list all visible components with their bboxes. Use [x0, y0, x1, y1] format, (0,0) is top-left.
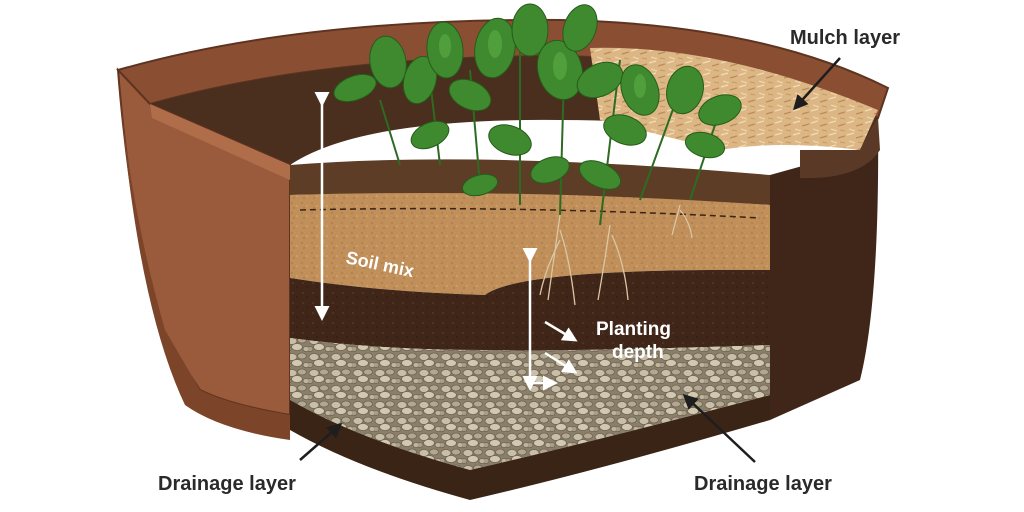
mulch-leader-arrow — [792, 57, 841, 111]
drainage-layer-label-left: Drainage layer — [158, 473, 296, 495]
planting-depth-label-line1: Planting — [596, 319, 671, 340]
drainage-gravel-layer — [290, 338, 770, 470]
planting-depth-label-line2: depth — [612, 342, 664, 363]
drainage-left-leader-arrow — [299, 423, 343, 461]
mulch-layer-label: Mulch layer — [790, 27, 900, 49]
pot-left-wall — [116, 67, 291, 440]
pot-right-wall — [770, 118, 880, 420]
planting-depth-arrow — [522, 248, 578, 391]
drainage-layer-label-right: Drainage layer — [694, 473, 832, 495]
drainage-right-leader-arrow — [682, 393, 756, 463]
spinach-plants — [333, 3, 742, 306]
soil-mix-layer — [290, 192, 770, 295]
cross-section-front — [290, 159, 770, 500]
